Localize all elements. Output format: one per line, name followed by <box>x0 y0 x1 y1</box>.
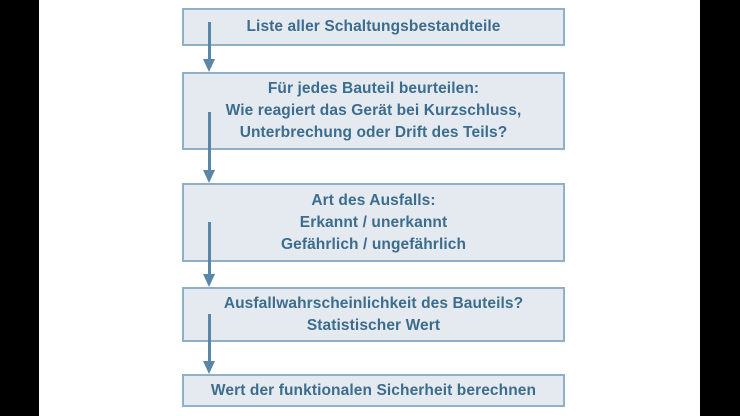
letterbox-left <box>0 0 39 416</box>
flow-node-liste-aller-schaltungsbestandteile: Liste aller Schaltungsbestandteile <box>182 8 565 46</box>
flow-node-wert-der-funktionalen-sicherheit: Wert der funktionalen Sicherheit berechn… <box>182 374 565 407</box>
flow-connector-4 <box>203 314 216 374</box>
flow-node-text-line: Art des Ausfalls: <box>311 191 436 209</box>
connector-stem <box>208 112 211 170</box>
down-arrow-icon <box>203 170 215 183</box>
flow-node-text-line: Gefährlich / ungefährlich <box>280 235 467 253</box>
flow-node-text-line: Für jedes Bauteil beurteilen: <box>267 80 480 97</box>
flow-node-text-line: Ausfallwahrscheinlichkeit des Bauteils? <box>223 294 524 312</box>
connector-stem <box>208 314 211 361</box>
connector-stem <box>208 222 211 274</box>
letterbox-right <box>700 0 740 416</box>
flow-node-text-line: Wert der funktionalen Sicherheit berechn… <box>210 381 537 399</box>
flow-node-ausfallwahrscheinlichkeit: Ausfallwahrscheinlichkeit des Bauteils? … <box>182 287 565 342</box>
flow-node-art-des-ausfalls: Art des Ausfalls: Erkannt / unerkannt Ge… <box>182 183 565 262</box>
flow-connector-1 <box>203 22 216 72</box>
flow-connector-3 <box>203 222 216 287</box>
flow-node-fuer-jedes-bauteil-beurteilen: Für jedes Bauteil beurteilen: Wie reagie… <box>182 72 565 150</box>
flow-node-text-line: Statistischer Wert <box>306 316 441 334</box>
down-arrow-icon <box>203 361 215 374</box>
down-arrow-icon <box>203 274 215 287</box>
flow-connector-2 <box>203 112 216 183</box>
connector-stem <box>208 22 211 59</box>
down-arrow-icon <box>203 59 215 72</box>
flow-node-text-line: Erkannt / unerkannt <box>299 213 448 231</box>
flow-node-text-line: Wie reagiert das Gerät bei Kurzschluss, <box>225 102 522 119</box>
flow-node-text-line: Liste aller Schaltungsbestandteile <box>246 18 501 35</box>
flow-node-text-line: Unterbrechung oder Drift des Teils? <box>239 124 508 141</box>
